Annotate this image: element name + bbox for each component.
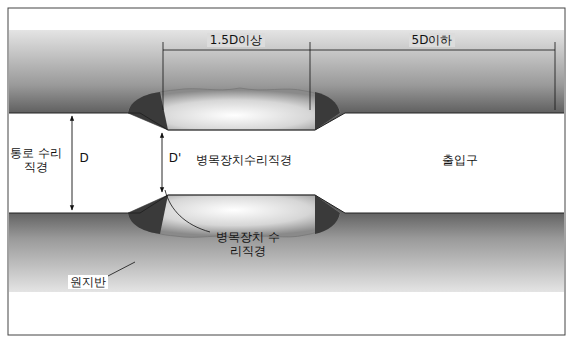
device-end xyxy=(128,92,168,130)
bottleneck-device-top xyxy=(128,88,340,130)
diameter-arrow xyxy=(162,133,163,192)
device-end xyxy=(128,195,168,234)
ground-label: 원지반 xyxy=(68,275,108,289)
dimension-symbol: D xyxy=(79,151,88,165)
leader-line xyxy=(165,190,210,232)
frame xyxy=(8,8,565,335)
device-label: 병목장치 수리직경 xyxy=(215,230,281,259)
diameter-arrow xyxy=(72,116,73,210)
device-label: 병목장치수리직경 xyxy=(196,153,292,167)
passage-label: 통로 수리직경 xyxy=(10,146,62,175)
dimension-lines xyxy=(163,42,555,110)
device-end xyxy=(315,92,340,130)
entrance-label: 출입구 xyxy=(442,153,478,167)
dimension-label: 1.5D이상 xyxy=(207,33,265,47)
rock-top xyxy=(9,30,564,130)
rock-bottom xyxy=(9,195,564,292)
dimension-label: 5D이하 xyxy=(409,33,456,47)
dimension-symbol: D' xyxy=(169,151,182,165)
tunnel-wall xyxy=(9,195,564,213)
leader-line xyxy=(108,262,135,276)
device-end xyxy=(315,195,340,234)
tunnel-wall xyxy=(9,113,564,130)
